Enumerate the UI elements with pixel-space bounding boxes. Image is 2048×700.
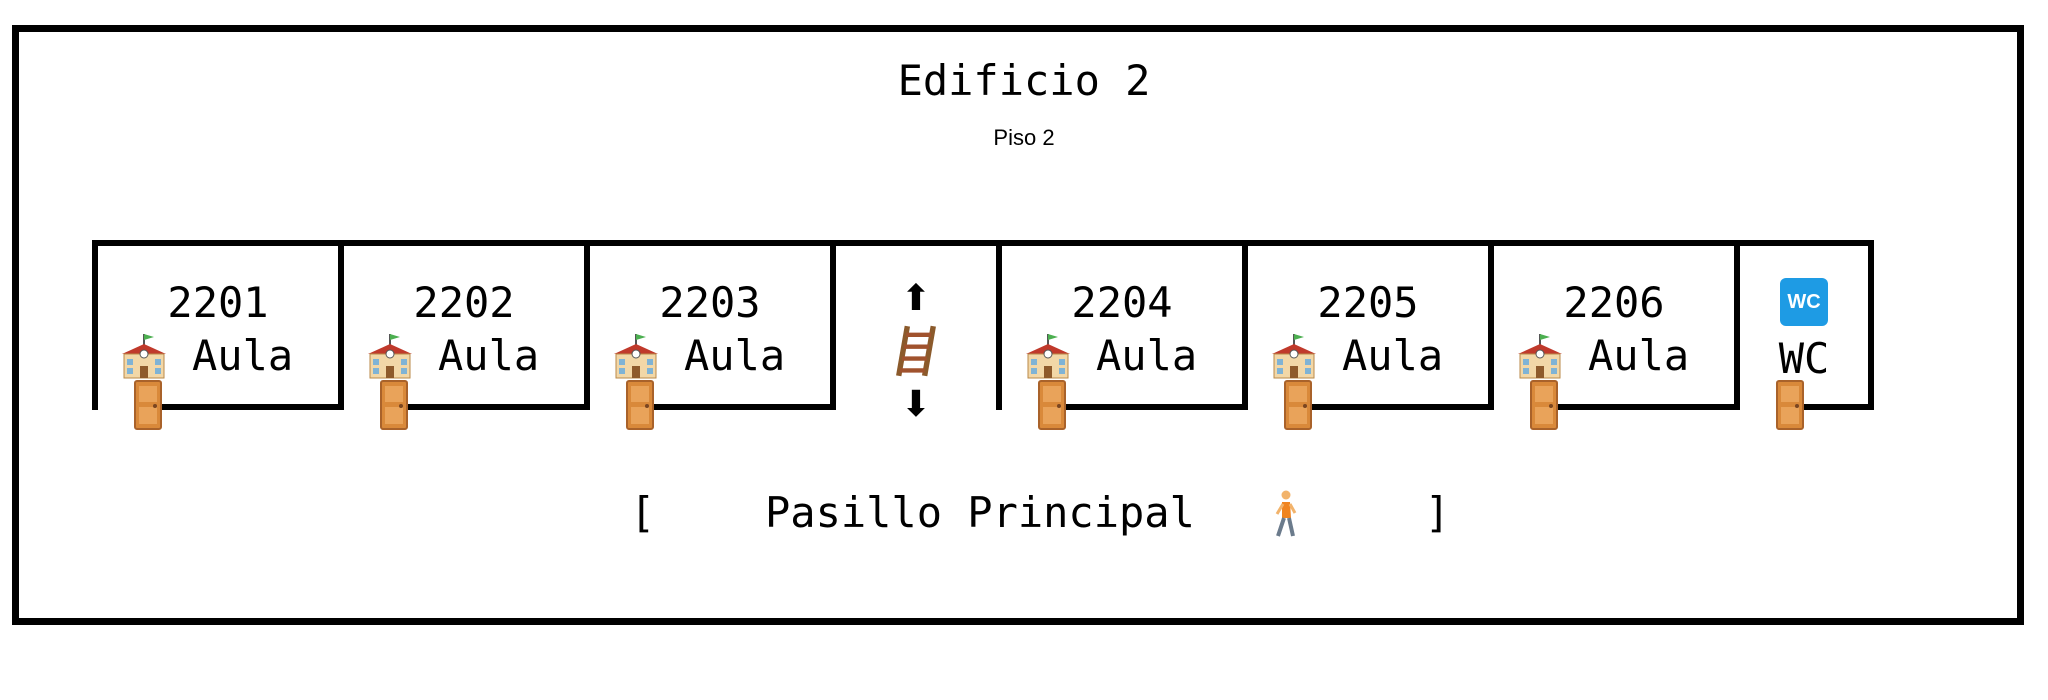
corridor-label: Pasillo Principal (765, 488, 1195, 537)
room-type-row: Aula (364, 331, 584, 380)
room-wall (404, 404, 584, 410)
wc-icon: WC (1780, 278, 1828, 326)
corridor-close-bracket: ] (1424, 488, 1450, 537)
room-type-row: Aula (1514, 331, 1734, 380)
down-arrow-icon: ⬇ (900, 384, 932, 425)
school-icon (1022, 332, 1074, 380)
ladder-icon (894, 324, 938, 378)
school-icon (118, 332, 170, 380)
floor-subtitle: Piso 2 (993, 125, 1055, 150)
building-outline (12, 25, 2024, 625)
room-2201[interactable]: 2201 Aula (92, 240, 344, 410)
door-icon[interactable] (134, 380, 162, 430)
room-2206[interactable]: 2206 Aula (1488, 240, 1740, 410)
room-wall (1308, 404, 1488, 410)
room-type-label: Aula (1588, 331, 1690, 380)
room-type-label: Aula (684, 331, 786, 380)
person-walking-icon (1270, 490, 1300, 540)
school-icon (364, 332, 416, 380)
door-icon[interactable] (1776, 380, 1804, 430)
school-icon (1514, 332, 1566, 380)
room-wc[interactable]: WC WC (1734, 240, 1874, 410)
up-arrow-icon: ⬆ (900, 278, 932, 319)
stairs[interactable]: ⬆ ⬇ (830, 240, 1002, 425)
room-type-row: Aula (118, 331, 338, 380)
room-wall (1062, 404, 1242, 410)
door-icon[interactable] (626, 380, 654, 430)
room-type-label: Aula (192, 331, 294, 380)
room-2203[interactable]: 2203 Aula (584, 240, 836, 410)
door-icon[interactable] (1038, 380, 1066, 430)
room-number: 2202 (413, 278, 515, 327)
room-number: 2203 (659, 278, 761, 327)
room-type-label: Aula (438, 331, 540, 380)
room-number: 2201 (167, 278, 269, 327)
room-2205[interactable]: 2205 Aula (1242, 240, 1494, 410)
main-corridor: [ Pasillo Principal ] (630, 488, 1450, 548)
building-title: Edificio 2 (897, 56, 1151, 105)
room-type-label: Aula (1342, 331, 1444, 380)
room-wall (1554, 404, 1734, 410)
room-type-row: Aula (1268, 331, 1488, 380)
door-icon[interactable] (1284, 380, 1312, 430)
room-wall (650, 404, 830, 410)
room-type-row: Aula (610, 331, 830, 380)
wc-label: WC (1778, 334, 1830, 383)
room-number: 2205 (1317, 278, 1419, 327)
room-2204[interactable]: 2204 Aula (996, 240, 1248, 410)
room-number: 2206 (1563, 278, 1665, 327)
door-icon[interactable] (1530, 380, 1558, 430)
room-wall (1800, 404, 1868, 410)
school-icon (610, 332, 662, 380)
room-number: 2204 (1071, 278, 1173, 327)
room-type-label: Aula (1096, 331, 1198, 380)
school-icon (1268, 332, 1320, 380)
corridor-open-bracket: [ (630, 488, 656, 537)
room-wall (158, 404, 338, 410)
room-type-row: Aula (1022, 331, 1242, 380)
door-icon[interactable] (380, 380, 408, 430)
room-2202[interactable]: 2202 Aula (338, 240, 590, 410)
